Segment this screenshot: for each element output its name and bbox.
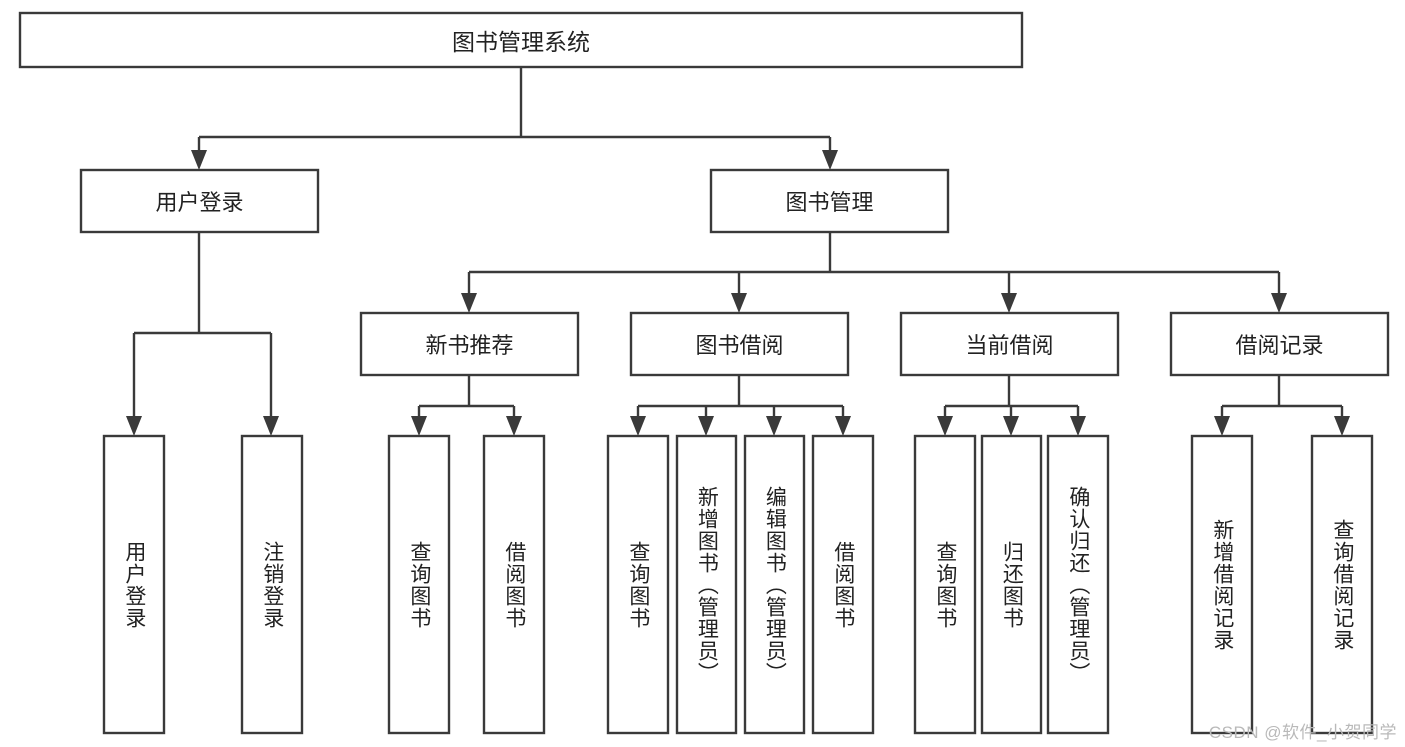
node-box-user-login[interactable] (79, 168, 320, 234)
connector-group-root-to-level2 (191, 67, 838, 170)
node-box-borrow-record[interactable] (1169, 311, 1390, 377)
connector-group-user-login-to-leaves (126, 232, 279, 436)
node-box-leaf-logout-login[interactable] (240, 434, 304, 735)
node-box-root[interactable] (18, 11, 1024, 69)
connector-group-new-book-to-leaves (411, 375, 522, 436)
arrow-to-borrow-record (1271, 293, 1287, 313)
arrow-to-leaf-borrow-book-2 (835, 416, 851, 436)
node-box-leaf-query-book-3[interactable] (913, 434, 977, 735)
arrow-to-leaf-query-record (1334, 416, 1350, 436)
node-box-book-manage[interactable] (709, 168, 950, 234)
node-box-leaf-edit-book[interactable] (743, 434, 806, 735)
connector-group-book-borrow-to-leaves (630, 375, 851, 436)
node-box-leaf-borrow-book-2[interactable] (811, 434, 875, 735)
node-box-leaf-add-record[interactable] (1190, 434, 1254, 735)
arrow-to-leaf-borrow-book-1 (506, 416, 522, 436)
arrow-to-leaf-logout-login (263, 416, 279, 436)
arrow-to-leaf-query-book-3 (937, 416, 953, 436)
node-box-leaf-user-login[interactable] (102, 434, 166, 735)
arrow-to-leaf-query-book-2 (630, 416, 646, 436)
node-box-leaf-return-book[interactable] (980, 434, 1043, 735)
arrow-to-leaf-return-book (1003, 416, 1019, 436)
node-box-new-book-recommend[interactable] (359, 311, 580, 377)
node-box-leaf-confirm-return[interactable] (1046, 434, 1110, 735)
node-box-leaf-query-book-1[interactable] (387, 434, 451, 735)
arrow-to-leaf-query-book-1 (411, 416, 427, 436)
connector-group-book-manage-to-level3 (461, 232, 1287, 313)
node-box-leaf-add-book[interactable] (675, 434, 738, 735)
arrow-to-leaf-edit-book (766, 416, 782, 436)
node-box-book-borrow[interactable] (629, 311, 850, 377)
arrow-to-leaf-add-record (1214, 416, 1230, 436)
arrow-to-book-borrow (731, 293, 747, 313)
arrow-to-new-book-recommend (461, 293, 477, 313)
arrow-to-user-login (191, 150, 207, 170)
arrow-to-leaf-confirm-return (1070, 416, 1086, 436)
connector-group-borrow-record-to-leaves (1214, 375, 1350, 436)
node-box-leaf-query-book-2[interactable] (606, 434, 670, 735)
connector-group-current-borrow-to-leaves (937, 375, 1086, 436)
arrow-to-leaf-add-book (698, 416, 714, 436)
arrow-to-current-borrow (1001, 293, 1017, 313)
node-box-current-borrow[interactable] (899, 311, 1120, 377)
arrow-to-book-manage (822, 150, 838, 170)
node-box-leaf-query-record[interactable] (1310, 434, 1374, 735)
node-box-leaf-borrow-book-1[interactable] (482, 434, 546, 735)
arrow-to-leaf-user-login (126, 416, 142, 436)
